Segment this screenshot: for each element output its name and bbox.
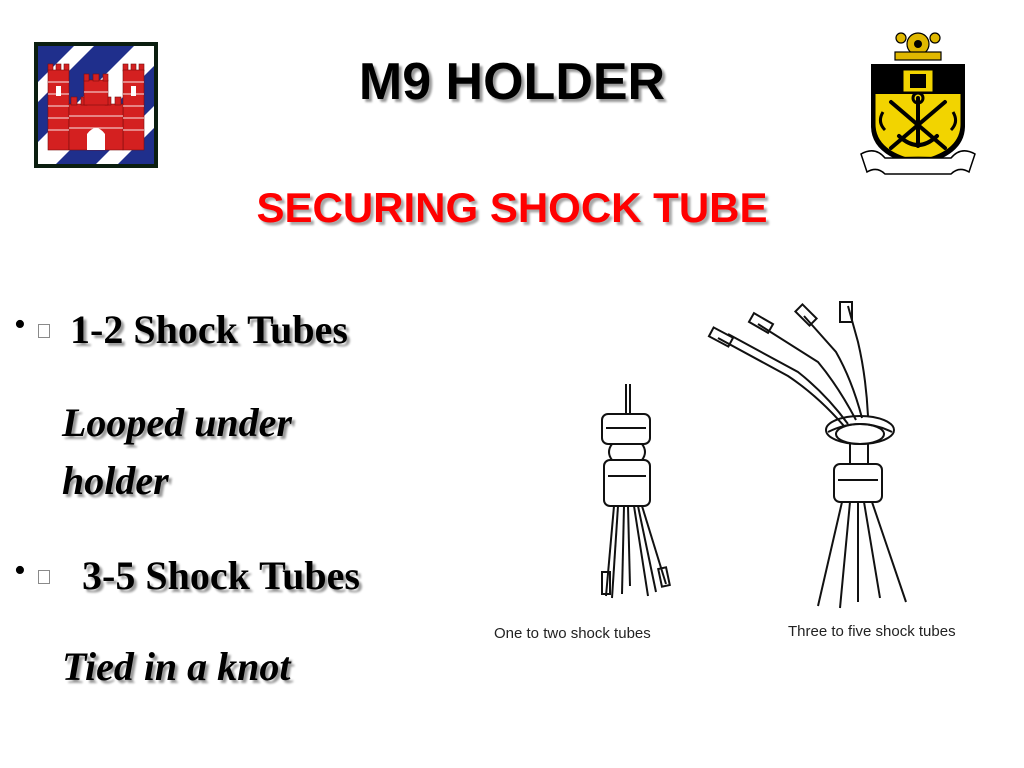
bullet-text: 3-5 Shock Tubes bbox=[82, 553, 360, 598]
bullet-dot-icon: • bbox=[14, 552, 26, 589]
caption-three-to-five: Three to five shock tubes bbox=[788, 623, 956, 640]
bullet-detail-2: Tied in a knot bbox=[62, 638, 291, 696]
bullet-detail-line: Tied in a knot bbox=[62, 644, 291, 689]
bullet-dot-icon: • bbox=[14, 306, 26, 343]
caption-one-to-two: One to two shock tubes bbox=[494, 625, 651, 642]
bullet-detail-1: Looped under holder bbox=[62, 394, 292, 510]
shock-tube-illustration: One to two shock tubes Three to five sho… bbox=[494, 301, 956, 642]
bullet-marker-icon bbox=[38, 570, 50, 584]
bullet-item-1: • 1-2 Shock Tubes bbox=[14, 306, 348, 353]
engineer-castle-patch-logo bbox=[34, 42, 158, 168]
bullet-text: 1-2 Shock Tubes bbox=[70, 307, 348, 352]
bullet-detail-line: holder bbox=[62, 458, 169, 503]
three-to-five-tubes-drawing bbox=[707, 301, 907, 609]
slide-title: M9 HOLDER bbox=[358, 53, 666, 111]
engineer-regiment-crest-logo bbox=[860, 32, 976, 175]
one-to-two-tubes-drawing bbox=[601, 384, 671, 599]
bullet-item-2: • 3-5 Shock Tubes bbox=[14, 552, 360, 599]
slide-subtitle: SECURING SHOCK TUBE bbox=[256, 184, 768, 231]
bullet-detail-line: Looped under bbox=[62, 400, 292, 445]
bullet-marker-icon bbox=[38, 324, 50, 338]
